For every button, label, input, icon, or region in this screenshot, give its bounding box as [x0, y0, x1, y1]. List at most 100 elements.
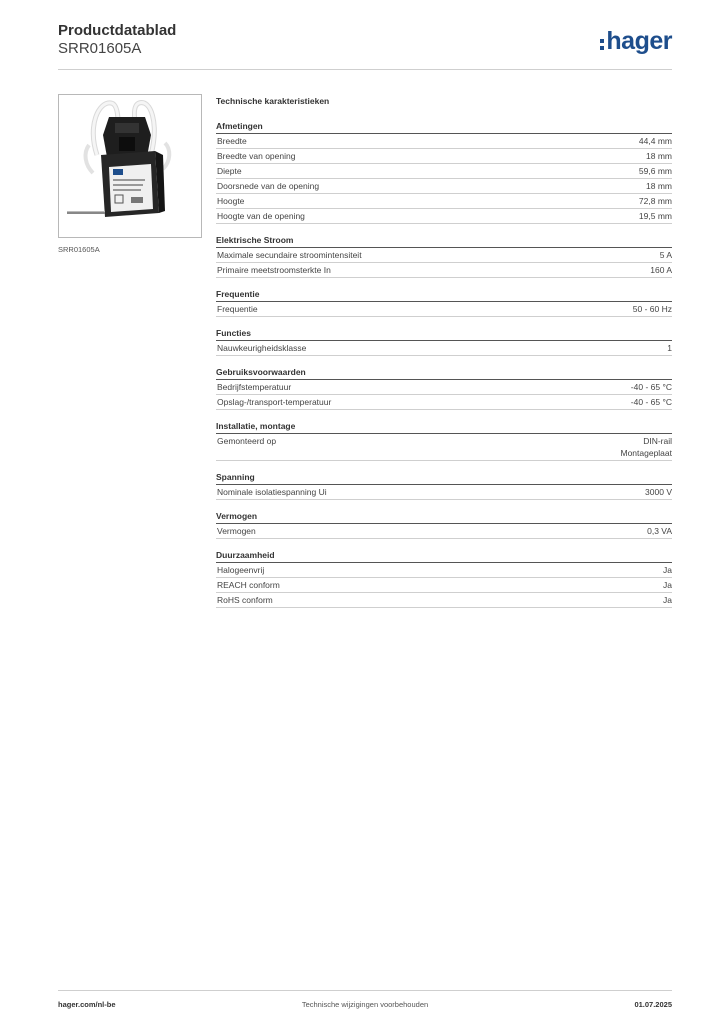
spec-value: Ja: [663, 594, 672, 606]
spec-label: Breedte: [217, 136, 247, 146]
spec-value: -40 - 65 °C: [631, 396, 672, 408]
spec-row: Halogeenvrij Ja: [216, 563, 672, 578]
spec-value: -40 - 65 °C: [631, 381, 672, 393]
spec-row: Frequentie 50 - 60 Hz: [216, 302, 672, 317]
spec-row: Nauwkeurigheidsklasse 1: [216, 341, 672, 356]
spec-value-line: Ja: [663, 565, 672, 575]
spec-row: Breedte van opening 18 mm: [216, 149, 672, 164]
spec-row: Vermogen 0,3 VA: [216, 524, 672, 539]
spec-value-line: 50 - 60 Hz: [632, 304, 672, 314]
spec-label: Vermogen: [217, 526, 256, 536]
section-title: Frequentie: [216, 288, 672, 302]
spec-value: 160 A: [650, 264, 672, 276]
spec-value-line: Montageplaat: [620, 448, 672, 458]
spec-row: REACH conform Ja: [216, 578, 672, 593]
product-code: SRR01605A: [58, 40, 142, 57]
spec-row: Maximale secundaire stroomintensiteit 5 A: [216, 248, 672, 263]
spec-value-line: 5 A: [659, 250, 672, 260]
spec-value: 18 mm: [646, 150, 672, 162]
spec-value: Ja: [663, 564, 672, 576]
spec-value-line: 160 A: [650, 265, 672, 275]
spec-value-line: DIN-rail: [643, 436, 672, 446]
spec-value-line: Ja: [663, 595, 672, 605]
spec-value: 44,4 mm: [639, 135, 672, 147]
section-title: Functies: [216, 327, 672, 341]
spec-value-line: 18 mm: [646, 181, 672, 191]
footer-date: 01.07.2025: [634, 1000, 672, 1009]
spec-row: Nominale isolatiespanning Ui 3000 V: [216, 485, 672, 500]
spec-value-line: -40 - 65 °C: [630, 397, 672, 407]
spec-label: Diepte: [217, 166, 242, 176]
spec-value: 50 - 60 Hz: [633, 303, 672, 315]
spec-label: RoHS conform: [217, 595, 273, 605]
section-title: Installatie, montage: [216, 420, 672, 434]
spec-label: Breedte van opening: [217, 151, 296, 161]
spec-row: Bedrijfstemperatuur-40 - 65 °C: [216, 380, 672, 395]
product-image: [58, 94, 202, 238]
spec-value-line: 44,4 mm: [638, 136, 672, 146]
footer-note: Technische wijzigingen voorbehouden: [301, 1000, 429, 1009]
footer-website: hager.com/nl-be: [58, 1000, 116, 1009]
spec-row: RoHS conform Ja: [216, 593, 672, 608]
spec-label: Maximale secundaire stroomintensiteit: [217, 250, 362, 260]
spec-value-line: 18 mm: [646, 151, 672, 161]
spec-value-line: 3000 V: [645, 487, 672, 497]
spec-label: REACH conform: [217, 580, 280, 590]
spec-label: Hoogte van de opening: [217, 211, 305, 221]
spec-row: Primaire meetstroomsterkte In 160 A: [216, 263, 672, 278]
logo-text: hager: [606, 26, 672, 55]
spec-value-line: 0,3 VA: [647, 526, 672, 536]
hager-logo: hager: [600, 26, 672, 56]
spec-label: Primaire meetstroomsterkte In: [217, 265, 331, 275]
logo-dots-icon: [600, 37, 605, 51]
spec-row: Hoogte 72,8 mm: [216, 194, 672, 209]
spec-value-line: Ja: [663, 580, 672, 590]
spec-row: Breedte 44,4 mm: [216, 134, 672, 149]
spec-value-line: -40 - 65 °C: [630, 382, 672, 392]
spec-value: 3000 V: [645, 486, 672, 498]
spec-value: 19,5 mm: [639, 210, 672, 222]
spec-label: Opslag-/transport-temperatuur: [217, 397, 332, 407]
spec-value: 5 A: [660, 249, 672, 261]
section-title: Duurzaamheid: [216, 549, 672, 563]
spec-row: Hoogte van de opening 19,5 mm: [216, 209, 672, 224]
document-title: Productdatablad: [58, 22, 177, 39]
spec-label: Doorsnede van de opening: [217, 181, 320, 191]
spec-label: Gemonteerd op: [217, 436, 277, 446]
spec-value-line: 1: [667, 343, 672, 353]
spec-value: 0,3 VA: [647, 525, 672, 537]
specs-title: Technische karakteristieken: [216, 96, 330, 106]
spec-row: Diepte 59,6 mm: [216, 164, 672, 179]
spec-value-line: 19,5 mm: [638, 211, 672, 221]
spec-value-line: 72,8 mm: [638, 196, 672, 206]
page-footer: hager.com/nl-be Technische wijzigingen v…: [58, 990, 672, 1014]
spec-value: 18 mm: [646, 180, 672, 192]
spec-row: Doorsnede van de opening 18 mm: [216, 179, 672, 194]
spec-label: Frequentie: [217, 304, 258, 314]
spec-label: Nominale isolatiespanning Ui: [217, 487, 327, 497]
spec-value: Ja: [663, 579, 672, 591]
spec-value: 1: [667, 342, 672, 354]
spec-label: Nauwkeurigheidsklasse: [217, 343, 307, 353]
spec-label: Hoogte: [217, 196, 245, 206]
spec-value: 72,8 mm: [639, 195, 672, 207]
spec-row: Opslag-/transport-temperatuur -40 - 65 °C: [216, 395, 672, 410]
spec-value-line: 59,6 mm: [638, 166, 672, 176]
section-title: Gebruiksvoorwaarden: [216, 366, 672, 380]
spec-label: Halogeenvrij: [217, 565, 265, 575]
spec-value: 59,6 mm: [639, 165, 672, 177]
section-title: Spanning: [216, 471, 672, 485]
